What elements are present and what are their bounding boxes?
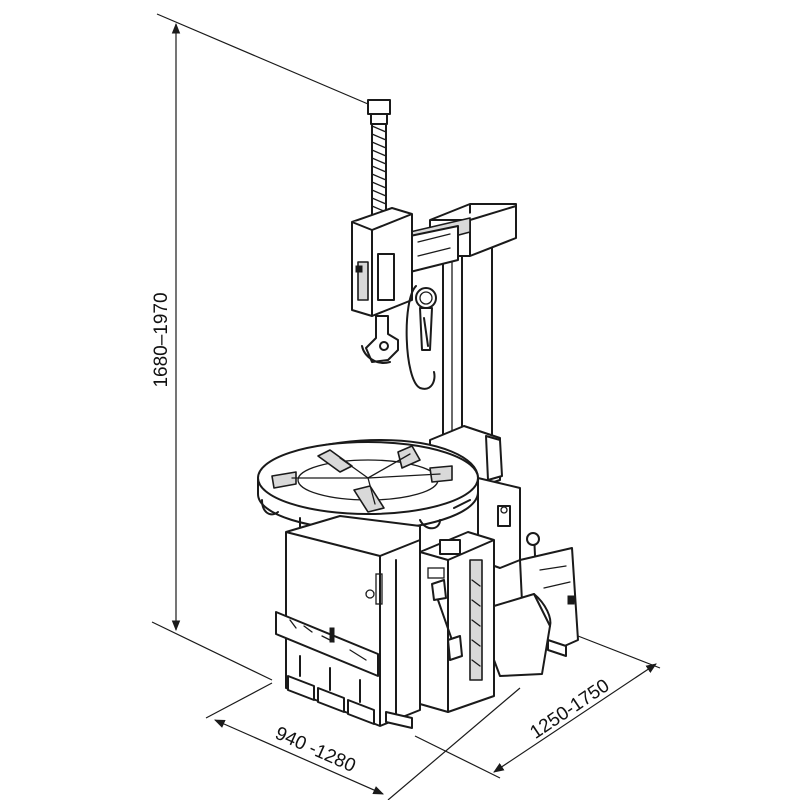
height-extension-line-top	[156, 13, 369, 105]
clamp-jaw	[429, 465, 453, 483]
depth-dimension-label: 1250-1750	[526, 675, 613, 743]
bead-breaker-arm	[493, 532, 579, 677]
bead-breaker-lever-handle	[431, 579, 447, 601]
depth-dimension-line	[493, 663, 657, 773]
clamp-jaw	[397, 445, 421, 469]
bead-breaker-unit	[419, 531, 495, 713]
clamp-jaw	[353, 485, 385, 513]
control-panel	[275, 611, 379, 677]
tyre-changer-machine	[257, 99, 579, 729]
height-dimension: 1680–1970	[151, 13, 369, 681]
width-dimension-line	[214, 719, 384, 795]
pressure-gauge-icon	[415, 287, 437, 309]
width-extension-line-left	[205, 682, 273, 719]
depth-extension-line-front	[414, 735, 501, 779]
turntable	[257, 439, 479, 531]
clamp-jaw	[271, 471, 297, 489]
foot-pedals	[287, 655, 375, 725]
cabinet-foot	[385, 711, 413, 729]
mounting-head	[351, 207, 413, 364]
height-extension-line-bottom	[151, 621, 273, 681]
vertical-shaft	[367, 99, 391, 217]
cabinet	[275, 515, 421, 729]
inflation-gauge	[405, 285, 437, 390]
tower-head	[409, 203, 517, 273]
width-dimension-label: 940 -1280	[272, 723, 359, 777]
height-dimension-label: 1680–1970	[151, 292, 172, 387]
depth-extension-line-back	[577, 635, 661, 669]
